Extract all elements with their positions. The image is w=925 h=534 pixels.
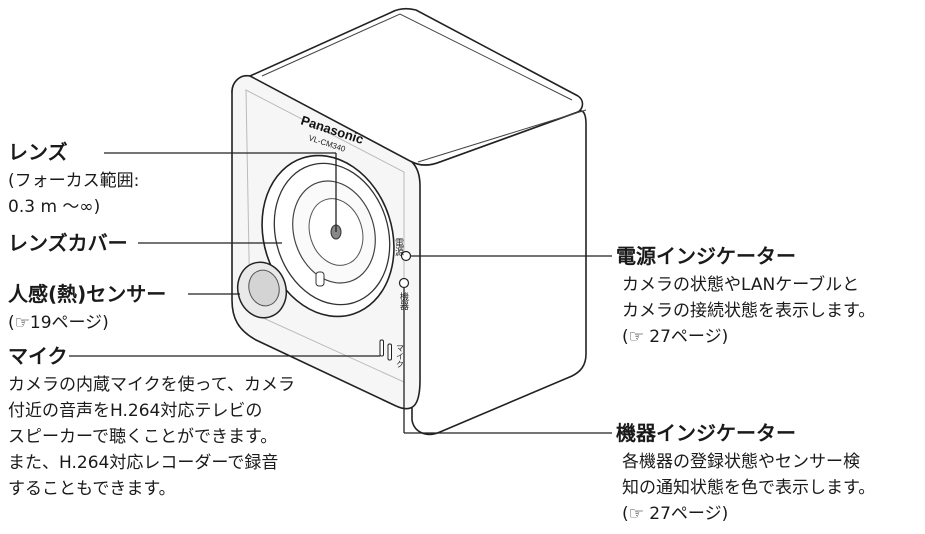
power-indicator-mark: 電源 <box>393 238 404 257</box>
power-indicator-title: 電源インジケーター <box>616 244 796 268</box>
device-indicator-mark: 機器 <box>398 291 409 310</box>
mic-desc-line-2: 付近の音声をH.264対応テレビの <box>8 401 263 421</box>
mic-desc-line-1: カメラの内蔵マイクを使って、カメラ <box>8 375 295 395</box>
mic-desc-line-4: また、H.264対応レコーダーで録音 <box>8 453 279 473</box>
lens-cover-title: レンズカバー <box>8 231 128 255</box>
device-indicator-desc-line-2: 知の通知状態を色で表示します。 <box>622 478 876 498</box>
mic-mark: マイク <box>396 344 405 368</box>
device-indicator-desc-line-1: 各機器の登録状態やセンサー検 <box>622 452 860 472</box>
power-indicator-page-ref: (☞ 27ページ) <box>622 327 729 347</box>
mic-desc-line-3: スピーカーで聴くことができます。 <box>8 427 278 447</box>
sensor-title: 人感(熱)センサー <box>8 282 167 306</box>
mic-title: マイク <box>8 344 68 368</box>
lens-focus-range-value: 0.3 m ～∞) <box>8 197 101 217</box>
device-indicator-light <box>398 277 410 289</box>
sensor-page-ref: (☞19ページ) <box>8 313 109 333</box>
mic-hole <box>379 339 384 357</box>
camera-right-face <box>411 110 587 436</box>
power-indicator-desc-line-2: カメラの接続状態を表示します。 <box>622 301 876 321</box>
mic-desc-line-5: することもできます。 <box>8 479 176 499</box>
device-indicator-title: 機器インジケーター <box>616 421 796 445</box>
power-indicator-desc-line-1: カメラの状態やLANケーブルと <box>622 275 860 295</box>
lens-focus-range: (フォーカス範囲: <box>8 171 140 191</box>
lens-title: レンズ <box>8 140 68 164</box>
device-indicator-page-ref: (☞ 27ページ) <box>622 504 729 524</box>
